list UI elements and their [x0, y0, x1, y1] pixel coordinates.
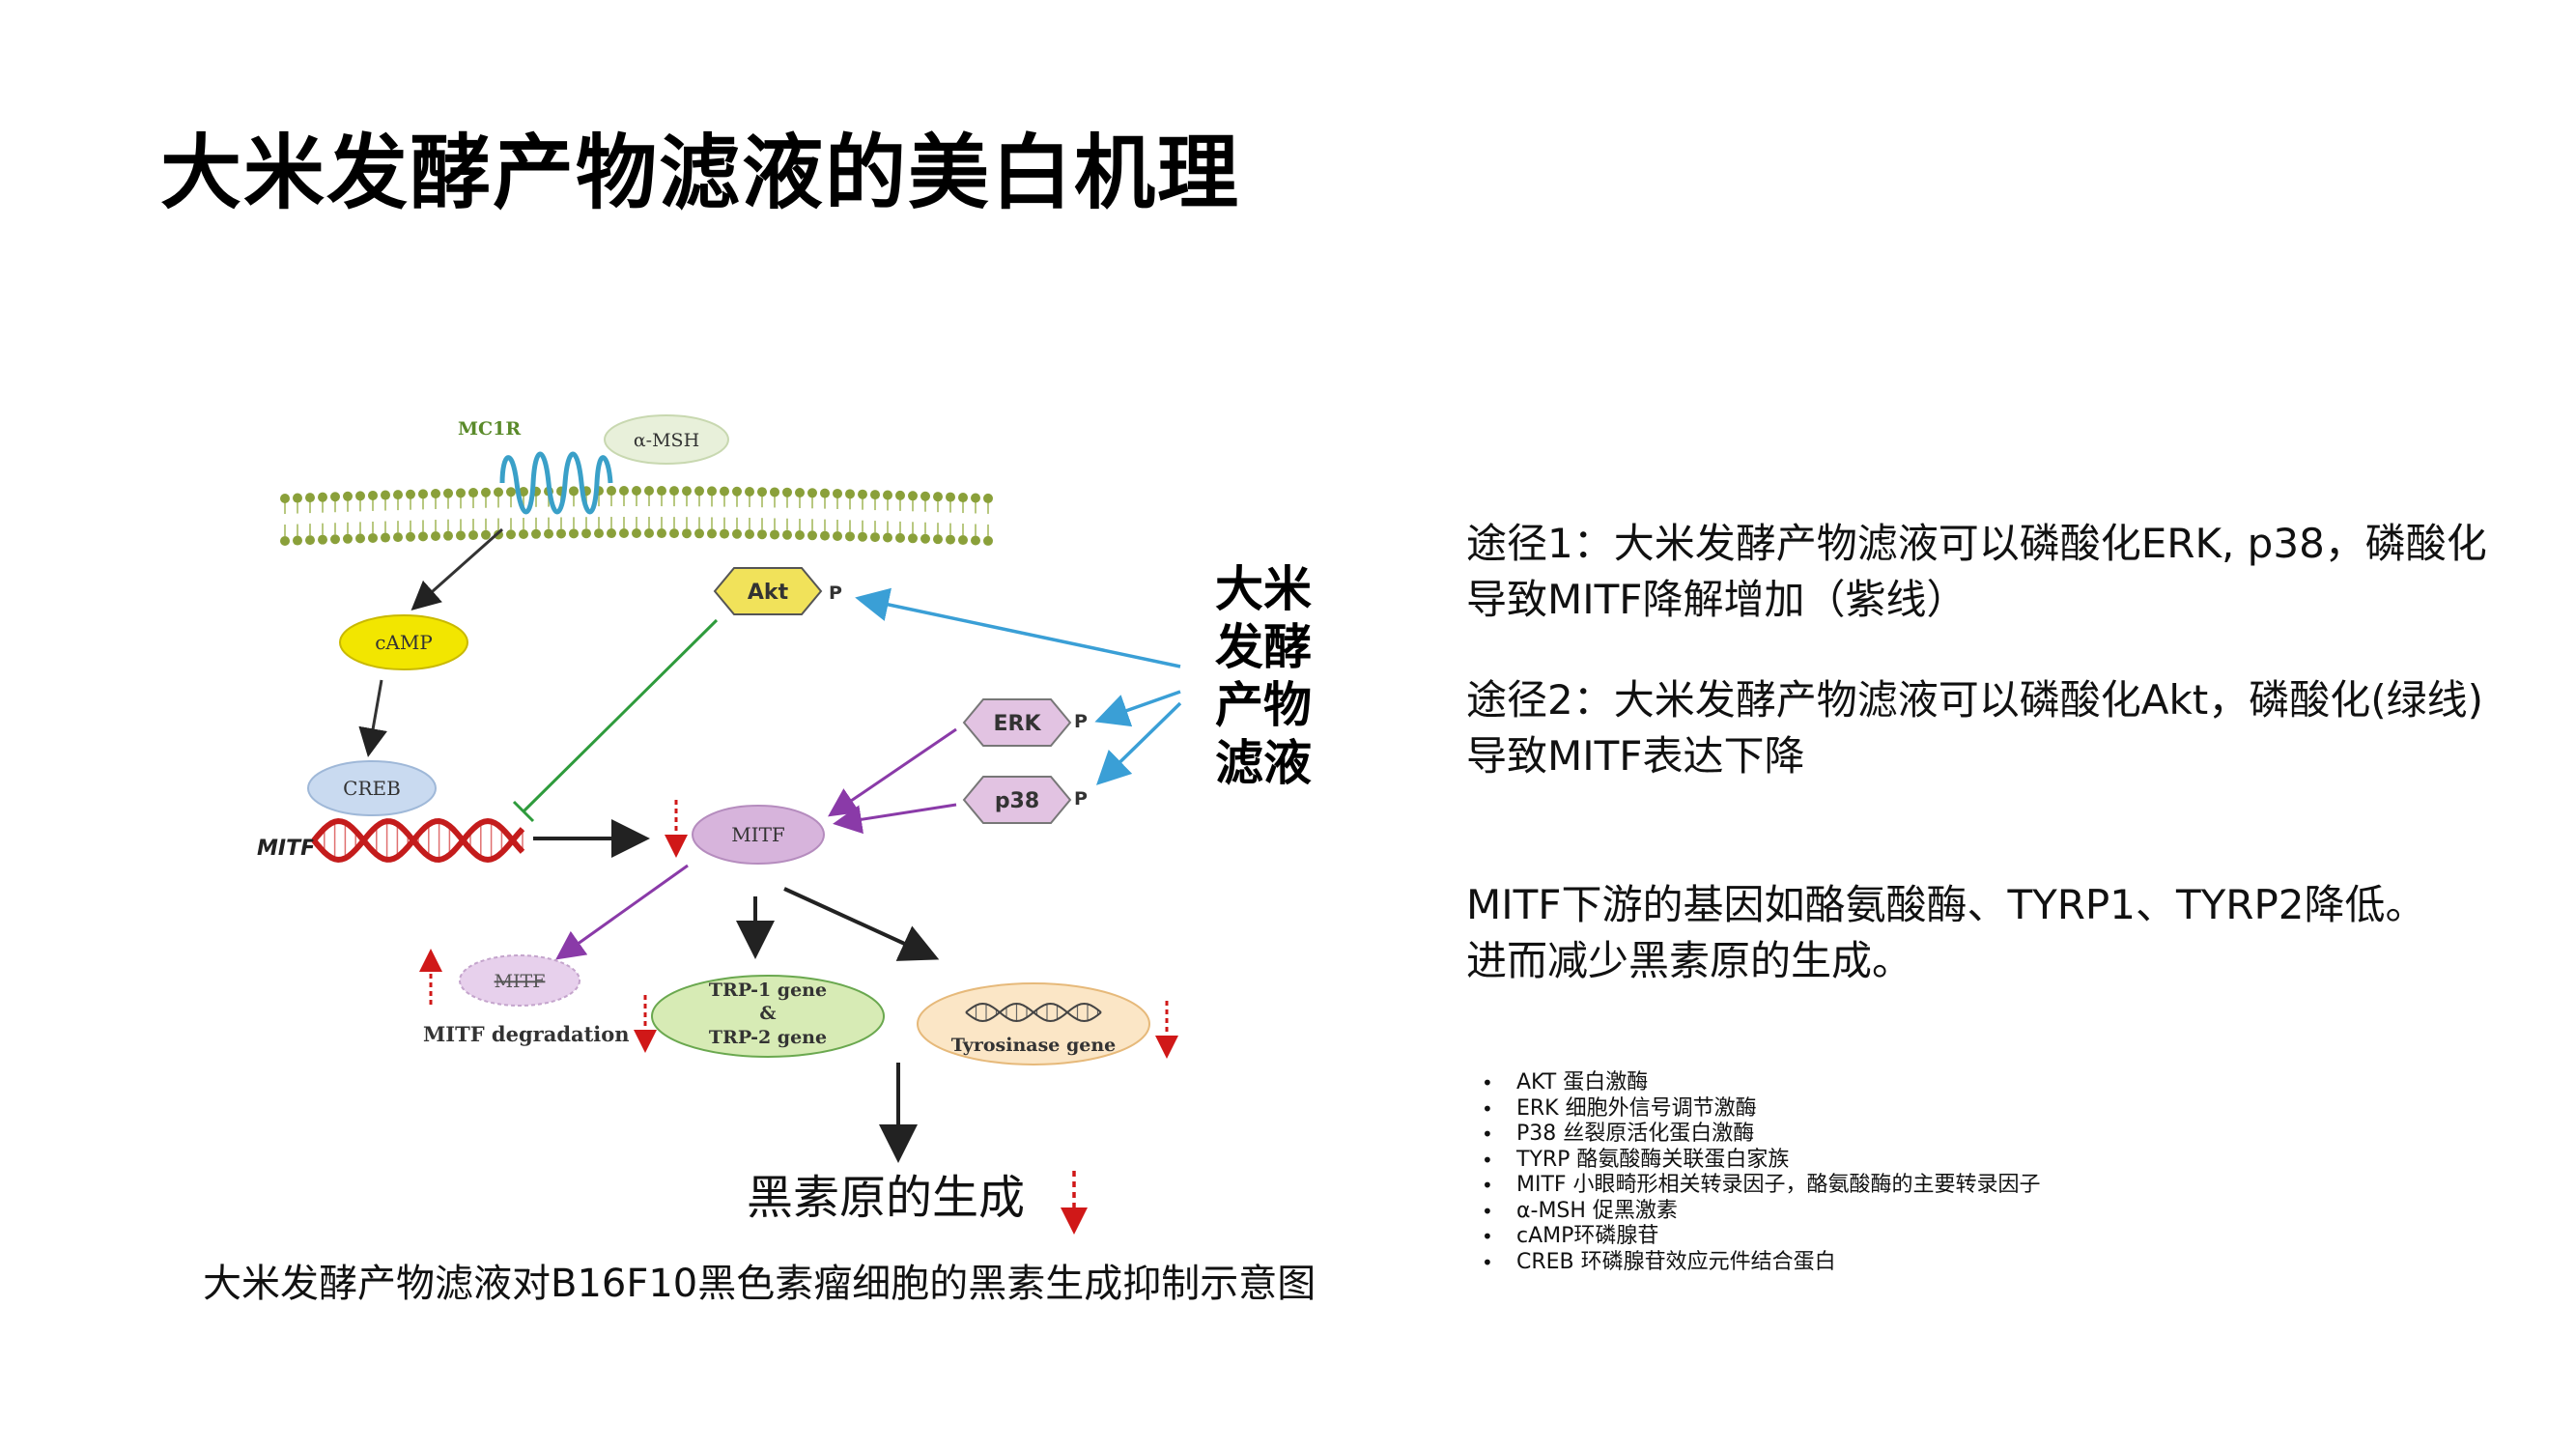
green-inhibit-line [522, 618, 719, 813]
p38-label: p38 [995, 789, 1039, 813]
pathway-2-text: 途径2：大米发酵产物滤液可以磷酸化Akt，磷酸化(绿线) 导致MITF表达下降 [1466, 672, 2483, 784]
trp-line1: TRP-1 gene [709, 980, 827, 1001]
purple-arrow-p38-mitf [833, 803, 957, 835]
downstream-text: MITF下游的基因如酪氨酸酶、TYRP1、TYRP2降低。 进而减少黑素原的生成… [1466, 877, 2426, 989]
abbreviation-item: P38 丝裂原活化蛋白激酶 [1482, 1122, 2041, 1148]
side-label-line: 产物 [1215, 677, 1312, 733]
abbreviation-item: α-MSH 促黑激素 [1482, 1199, 2041, 1225]
amsh-node [604, 414, 729, 465]
akt-node [713, 567, 823, 615]
arrow-mc1r-camp [410, 527, 503, 611]
cell-membrane [280, 486, 993, 546]
mitf-degradation-label: MITF degradation [423, 1022, 630, 1046]
creb-node [307, 760, 437, 816]
abbreviation-item: ERK 细胞外信号调节激酶 [1482, 1096, 2041, 1122]
erk-phospho: P [1074, 711, 1088, 732]
side-label-line: 大米 [1215, 561, 1312, 617]
pathway-1-text: 途径1：大米发酵产物滤液可以磷酸化ERK, p38，磷酸化 导致MITF降解增加… [1466, 516, 2487, 628]
blue-arrow-akt [855, 587, 1181, 668]
purple-arrow-erk-mitf [828, 727, 957, 817]
product-label: 黑素原的生成 [747, 1171, 1025, 1225]
mitf-degraded-node [459, 954, 580, 1007]
akt-phospho: P [829, 582, 842, 604]
green-inhibit-bar [512, 800, 535, 823]
amsh-label: α-MSH [634, 430, 699, 451]
mitf-gene-label: MITF [257, 837, 315, 861]
mitf-label: MITF [731, 823, 785, 846]
creb-label: CREB [343, 777, 401, 800]
dna-helix [311, 817, 525, 864]
blue-arrow-erk [1094, 690, 1181, 727]
erk-node [962, 698, 1072, 747]
side-label-line: 滤液 [1215, 735, 1312, 791]
abbreviation-item: cAMP环磷腺苷 [1482, 1224, 2041, 1250]
camp-label: cAMP [375, 631, 433, 654]
tyrosinase-node [917, 982, 1150, 1065]
downstream-line-1: MITF下游的基因如酪氨酸酶、TYRP1、TYRP2降低。 [1466, 881, 2426, 928]
abbreviation-list: AKT 蛋白激酶 ERK 细胞外信号调节激酶 P38 丝裂原活化蛋白激酶 TYR… [1482, 1070, 2041, 1275]
page-title: 大米发酵产物滤液的美白机理 [160, 126, 1241, 220]
abbreviation-item: AKT 蛋白激酶 [1482, 1070, 2041, 1096]
mc1r-label: MC1R [458, 418, 521, 440]
p38-phospho: P [1074, 788, 1088, 810]
trp-amp: & [759, 1003, 776, 1024]
side-label-line: 发酵 [1215, 619, 1312, 675]
figure-caption: 大米发酵产物滤液对B16F10黑色素瘤细胞的黑素生成抑制示意图 [203, 1262, 1316, 1306]
pathway-1-line-1: 途径1：大米发酵产物滤液可以磷酸化ERK, p38，磷酸化 [1466, 520, 2487, 567]
downstream-line-2: 进而减少黑素原的生成。 [1466, 937, 1913, 984]
arrow-mitf-tyr [783, 887, 940, 961]
mitf-node [692, 805, 825, 865]
pathway-1-line-2: 导致MITF降解增加（紫线） [1466, 576, 1967, 623]
tyrosinase-dna-icon [965, 1002, 1102, 1023]
arrow-camp-creb [358, 679, 387, 757]
pathway-2-line-2: 导致MITF表达下降 [1466, 732, 1805, 780]
blue-arrow-p38 [1095, 701, 1182, 785]
camp-node [339, 614, 468, 670]
abbreviation-item: CREB 环磷腺苷效应元件结合蛋白 [1482, 1250, 2041, 1276]
mitf-degraded-label: MITF [495, 971, 546, 992]
trp-node [651, 975, 885, 1058]
tyrosinase-label: Tyrosinase gene [951, 1035, 1117, 1056]
purple-arrow-mitf-deg [555, 864, 689, 960]
akt-label: Akt [748, 581, 789, 605]
mc1r-receptor [499, 451, 613, 515]
abbreviation-item: MITF 小眼畸形相关转录因子，酪氨酸酶的主要转录因子 [1482, 1173, 2041, 1199]
trp-line2: TRP-2 gene [709, 1027, 827, 1048]
pathway-2-line-1: 途径2：大米发酵产物滤液可以磷酸化Akt，磷酸化(绿线) [1466, 676, 2484, 724]
abbreviation-item: TYRP 酪氨酸酶关联蛋白家族 [1482, 1148, 2041, 1174]
p38-node [962, 776, 1072, 824]
erk-label: ERK [993, 712, 1041, 736]
rice-ferment-label: 大米 发酵 产物 滤液 [1215, 560, 1321, 792]
